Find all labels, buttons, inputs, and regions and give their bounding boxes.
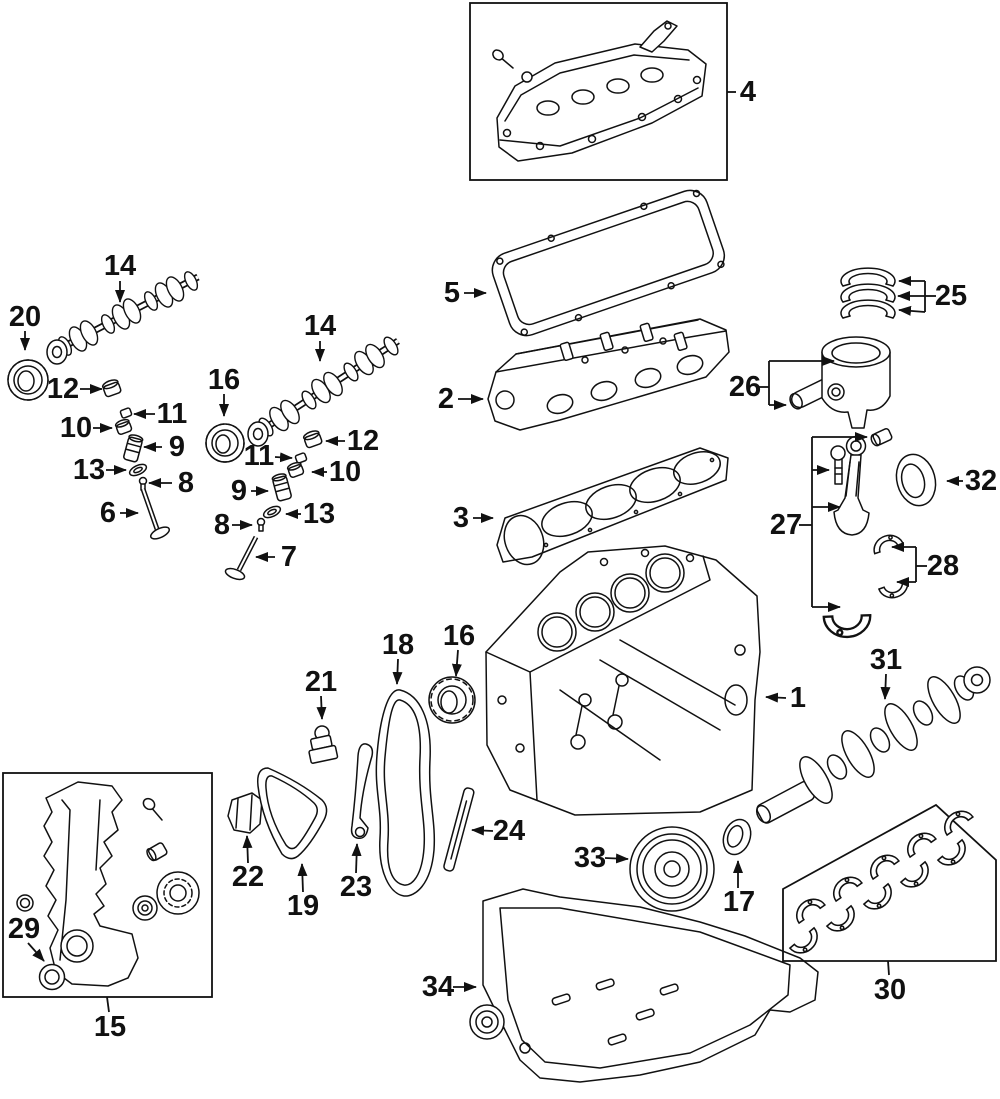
callout-11a: 11 bbox=[157, 398, 188, 430]
timing-chain: 18 bbox=[375, 629, 436, 897]
callout-29: 29 bbox=[8, 913, 40, 945]
main-bearings-group: 30 bbox=[782, 803, 997, 1006]
cam-sprocket-20: 20 bbox=[7, 301, 49, 401]
rod-bolt bbox=[830, 445, 846, 485]
callout-14a: 14 bbox=[104, 250, 136, 282]
valvetrain-right: 12 11 10 9 13 8 7 bbox=[214, 425, 379, 581]
valve-key-b bbox=[256, 517, 266, 532]
callout-26: 26 bbox=[729, 371, 761, 403]
rod-bearings: 28 bbox=[869, 530, 959, 603]
crank-seal-29: 29 bbox=[8, 913, 66, 991]
callout-10b: 10 bbox=[329, 456, 361, 488]
front-seal: 17 bbox=[722, 818, 755, 918]
callout-8a: 8 bbox=[178, 467, 194, 499]
callout-18: 18 bbox=[382, 629, 414, 661]
callout-11b: 11 bbox=[244, 440, 275, 472]
callout-23: 23 bbox=[340, 871, 372, 903]
chain-guide-strip: 24 bbox=[443, 787, 525, 872]
callout-30: 30 bbox=[874, 974, 906, 1006]
timing-cover bbox=[43, 781, 139, 987]
guide-block: 22 bbox=[227, 792, 264, 893]
camshaft-exhaust: 14 20 bbox=[7, 250, 201, 401]
callout-34: 34 bbox=[422, 971, 454, 1003]
oil-pump-rotor bbox=[156, 871, 200, 915]
connecting-rod-group: 27 bbox=[770, 427, 893, 639]
engine-block: 1 bbox=[485, 545, 806, 816]
valve-cover-group: 4 bbox=[469, 2, 756, 181]
callout-21: 21 bbox=[305, 666, 337, 698]
main-bearings-box bbox=[782, 803, 997, 962]
callout-14b: 14 bbox=[304, 310, 336, 342]
oil-pan: 34 bbox=[422, 888, 819, 1083]
piston-and-pin: 26 bbox=[729, 336, 891, 429]
callout-24: 24 bbox=[493, 815, 525, 847]
valve-cover-gasket: 5 bbox=[444, 189, 726, 337]
callout-32: 32 bbox=[965, 465, 997, 497]
cylinder-head: 2 bbox=[438, 318, 730, 431]
callout-16a: 16 bbox=[208, 364, 240, 396]
callout-25: 25 bbox=[935, 280, 967, 312]
cam-sprocket-16a: 16 bbox=[205, 364, 245, 463]
callout-9a: 9 bbox=[169, 431, 185, 463]
callout-13a: 13 bbox=[73, 454, 105, 486]
callout-13b: 13 bbox=[303, 498, 335, 530]
callout-10a: 10 bbox=[60, 412, 92, 444]
crankshaft: 31 bbox=[755, 644, 991, 824]
callout-33: 33 bbox=[574, 842, 606, 874]
valve-7 bbox=[224, 535, 259, 581]
callout-5: 5 bbox=[444, 277, 460, 309]
callout-12b: 12 bbox=[347, 425, 379, 457]
callout-9b: 9 bbox=[231, 475, 247, 507]
callout-17: 17 bbox=[723, 886, 755, 918]
callout-1: 1 bbox=[790, 682, 806, 714]
callout-2: 2 bbox=[438, 383, 454, 415]
callout-12a: 12 bbox=[47, 373, 79, 405]
valve-6 bbox=[140, 488, 171, 540]
chain-guide-loop: 19 bbox=[256, 767, 328, 922]
cover-bolt bbox=[492, 49, 533, 83]
callout-7: 7 bbox=[281, 541, 297, 573]
callout-27: 27 bbox=[770, 509, 802, 541]
chain-tensioner: 21 bbox=[305, 666, 339, 764]
callout-28: 28 bbox=[927, 550, 959, 582]
callout-20: 20 bbox=[9, 301, 41, 333]
callout-15: 15 bbox=[94, 1011, 126, 1043]
camshaft-intake: 14 16 bbox=[205, 310, 402, 463]
callout-19: 19 bbox=[287, 890, 319, 922]
valvetrain-left: 12 11 10 9 13 8 6 bbox=[47, 373, 194, 540]
callout-8b: 8 bbox=[214, 509, 230, 541]
crank-sprocket: 16 bbox=[428, 620, 476, 724]
callout-31: 31 bbox=[870, 644, 902, 676]
callout-22: 22 bbox=[232, 861, 264, 893]
timing-cover-group: 29 15 bbox=[2, 772, 213, 1043]
crank-pulley: 33 bbox=[574, 826, 715, 912]
callout-3: 3 bbox=[453, 502, 469, 534]
callout-4: 4 bbox=[740, 76, 756, 108]
valve-key-a bbox=[138, 476, 148, 491]
thrust-washer: 32 bbox=[895, 453, 997, 507]
callout-6: 6 bbox=[100, 497, 116, 529]
cover-bolt-2 bbox=[142, 797, 163, 821]
head-gasket: 3 bbox=[453, 447, 729, 566]
callout-16b: 16 bbox=[443, 620, 475, 652]
tensioner-arm: 23 bbox=[340, 743, 374, 903]
piston-rings: 25 bbox=[840, 267, 967, 319]
